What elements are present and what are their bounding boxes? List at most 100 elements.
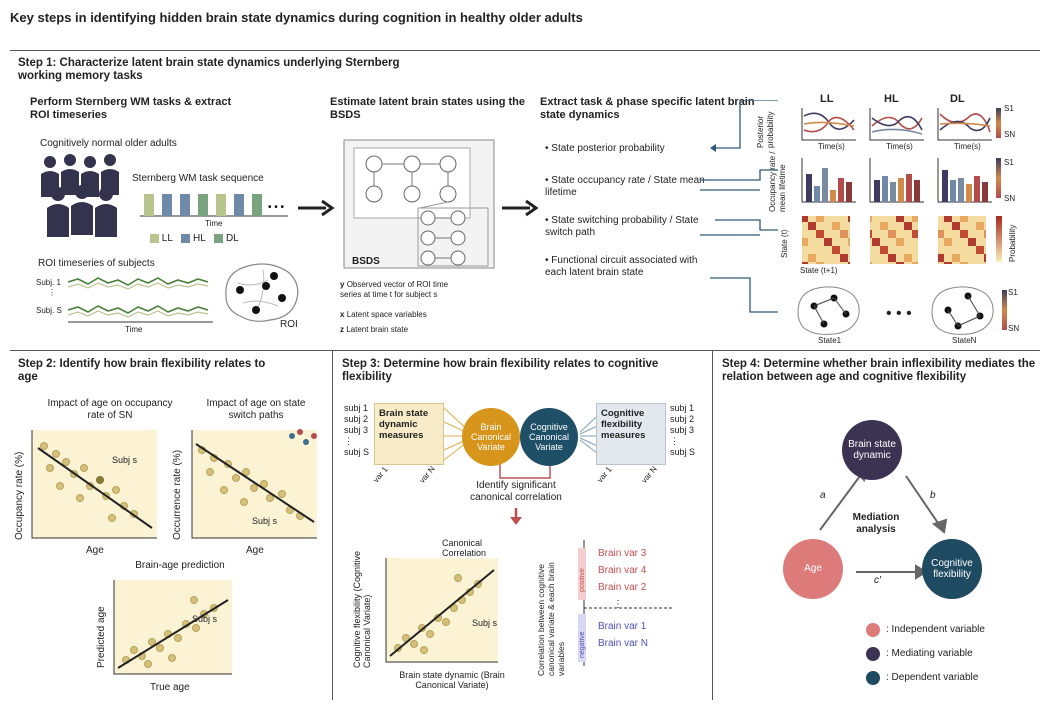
age-node-label: Age (804, 563, 822, 574)
brain-var-1: Brain var 1 (598, 621, 647, 632)
subjects-label: Cognitively normal older adults (40, 138, 177, 149)
subj-dots-left: ⋮ (344, 436, 353, 446)
task-time-label: Time (205, 219, 223, 228)
brain-var-dots: ⋮ (613, 599, 623, 610)
plot3-scatter (113, 580, 232, 675)
bullet-switching: • State switching probability / State sw… (545, 215, 699, 238)
bullet-occupancy: • State occupancy rate / State mean life… (545, 175, 705, 198)
roi-text: ROI (280, 319, 298, 330)
var1-left: var 1 (371, 464, 390, 485)
roi-time-label: Time (125, 325, 143, 334)
plot1-ylabel: Occupancy rate (%) (14, 451, 25, 540)
col-header-hl: HL (884, 93, 899, 105)
hl-swatch (181, 233, 191, 243)
step1-col2-title: Estimate latent brain states using the B… (330, 96, 525, 121)
cog-measures-box: Cognitive flexibility measures (596, 403, 666, 465)
row2-ylabel: Occupancy rate / mean lifetime (768, 151, 787, 212)
bullet-functional: • Functional circuit associated with eac… (545, 255, 698, 278)
switching-heatmaps (802, 216, 1002, 264)
age-node: Age (783, 539, 843, 599)
plot1-subj: Subj s (112, 455, 138, 465)
row1-xlabel-hl: Time(s) (886, 142, 913, 151)
prob-label: Probability (1008, 224, 1017, 262)
plot1-title: Impact of age on occupancy rate of SN (47, 398, 173, 421)
def-latent-space: x Latent space variables (340, 310, 427, 319)
step1-connectors (700, 100, 778, 313)
legend-dl: DL (225, 233, 239, 244)
step4-legend: : Independent variable : Mediating varia… (866, 618, 1036, 690)
row1-xlabel-dl: Time(s) (954, 142, 981, 151)
step1-col1-title: Perform Sternberg WM tasks & extract ROI… (30, 96, 232, 121)
def-latent-state: z Latent brain state (340, 325, 409, 334)
step4-heading: Step 4: Determine whether brain inflexib… (722, 358, 1036, 383)
brain-var-N: Brain var N (598, 638, 649, 649)
brain-measures-label: Brain state dynamic measures (379, 408, 429, 441)
svg-text:• • •: • • • (886, 305, 912, 322)
cog-cv-label: Cognitive Canonical Variate (528, 422, 570, 452)
sn-label-row1: SN (1004, 130, 1016, 139)
step2-heading: Step 2: Identify how brain flexibility r… (18, 358, 266, 383)
arrow-right-icon (298, 199, 335, 217)
row3-ylabel: State (t) (780, 229, 789, 258)
subj-1-right: subj 1 (670, 403, 695, 413)
state-brain-networks: • • • (797, 286, 1007, 335)
plot3-title: Brain-age prediction (135, 560, 225, 571)
top-divider (10, 50, 1040, 51)
brain-var-list: Brain var 3 Brain var 4 Brain var 2 ⋮ Br… (598, 548, 678, 655)
negative-label: negative (579, 631, 586, 658)
posterior-curves (801, 108, 1001, 141)
path-c-label: c' (874, 575, 881, 586)
arrow-right-icon-2 (502, 199, 539, 217)
brain-state-node: Brain state dynamic (842, 420, 902, 480)
stateN-label: StateN (952, 336, 977, 345)
ll-swatch (150, 233, 159, 243)
subj-dots: ⋮ (48, 288, 56, 297)
step1-col3-title: Extract task & phase specific latent bra… (540, 96, 755, 121)
row1-xlabel-ll: Time(s) (818, 142, 845, 151)
dl-swatch (214, 233, 224, 243)
figure-title: Key steps in identifying hidden brain st… (10, 10, 583, 25)
subj-S-right: subj S (670, 447, 696, 457)
brain-measures-box: Brain state dynamic measures (374, 403, 444, 465)
mid-divider (10, 350, 1040, 351)
cog-canonical-variate-node: Cognitive Canonical Variate (520, 408, 578, 466)
plot2-ylabel: Occurrence rate (%) (172, 449, 183, 540)
mediating-label: : Mediating variable (886, 648, 973, 659)
roi-timeseries-traces (68, 277, 213, 323)
roi-timeseries-label: ROI timeseries of subjects (38, 258, 155, 269)
plot3-ylabel: Predicted age (96, 606, 107, 668)
brain-var-4: Brain var 4 (598, 565, 647, 576)
subj-dots-right: ⋮ (670, 436, 679, 446)
plot3-xlabel: True age (150, 682, 190, 693)
brain-roi-icon (225, 263, 299, 322)
corr-axis (578, 540, 674, 666)
mediation-arrows (819, 466, 948, 580)
brain-node-label: Brain state dynamic (848, 439, 896, 461)
bsds-label: BSDS (352, 256, 380, 267)
plot2-title: Impact of age on state switch paths (206, 398, 306, 421)
sn-label-row4: SN (1008, 324, 1020, 333)
brain-var-3: Brain var 3 (598, 548, 647, 559)
bullet-posterior: • State posterior probability (545, 143, 665, 154)
canon-corr-label: Canonical Correlation (442, 538, 487, 558)
scatter3-subj: Subj s (472, 618, 498, 628)
subj1-label: Subj. 1 (36, 278, 61, 287)
legend-independent: : Independent variable (866, 618, 1036, 642)
def-observed: y Observed vector of ROI time series at … (340, 280, 449, 299)
scatter3-ylabel: Cognitive flexibility (Cognitive Canonic… (352, 550, 372, 668)
svg-text:• • •: • • • (268, 202, 285, 213)
s1-label-row1: S1 (1004, 104, 1014, 113)
task-sequence-label: Sternberg WM task sequence (132, 173, 264, 184)
cog-measures-label: Cognitive flexibility measures (601, 408, 646, 441)
identify-label: Identify significant canonical correlati… (470, 480, 562, 503)
mediating-swatch (866, 647, 880, 661)
varN-right: var N (639, 464, 659, 485)
positive-label: positive (579, 568, 586, 592)
path-b-label: b (930, 490, 936, 501)
canonical-scatter (385, 558, 498, 663)
plot3-subj: Subj s (192, 614, 218, 624)
step3-subj-right: subj 1 subj 2 subj 3 ⋮ subj S (670, 403, 702, 458)
mediation-label: Mediation analysis (852, 512, 900, 535)
s1-label-row4: S1 (1008, 288, 1018, 297)
step1-heading: Step 1: Characterize latent brain state … (18, 57, 400, 82)
